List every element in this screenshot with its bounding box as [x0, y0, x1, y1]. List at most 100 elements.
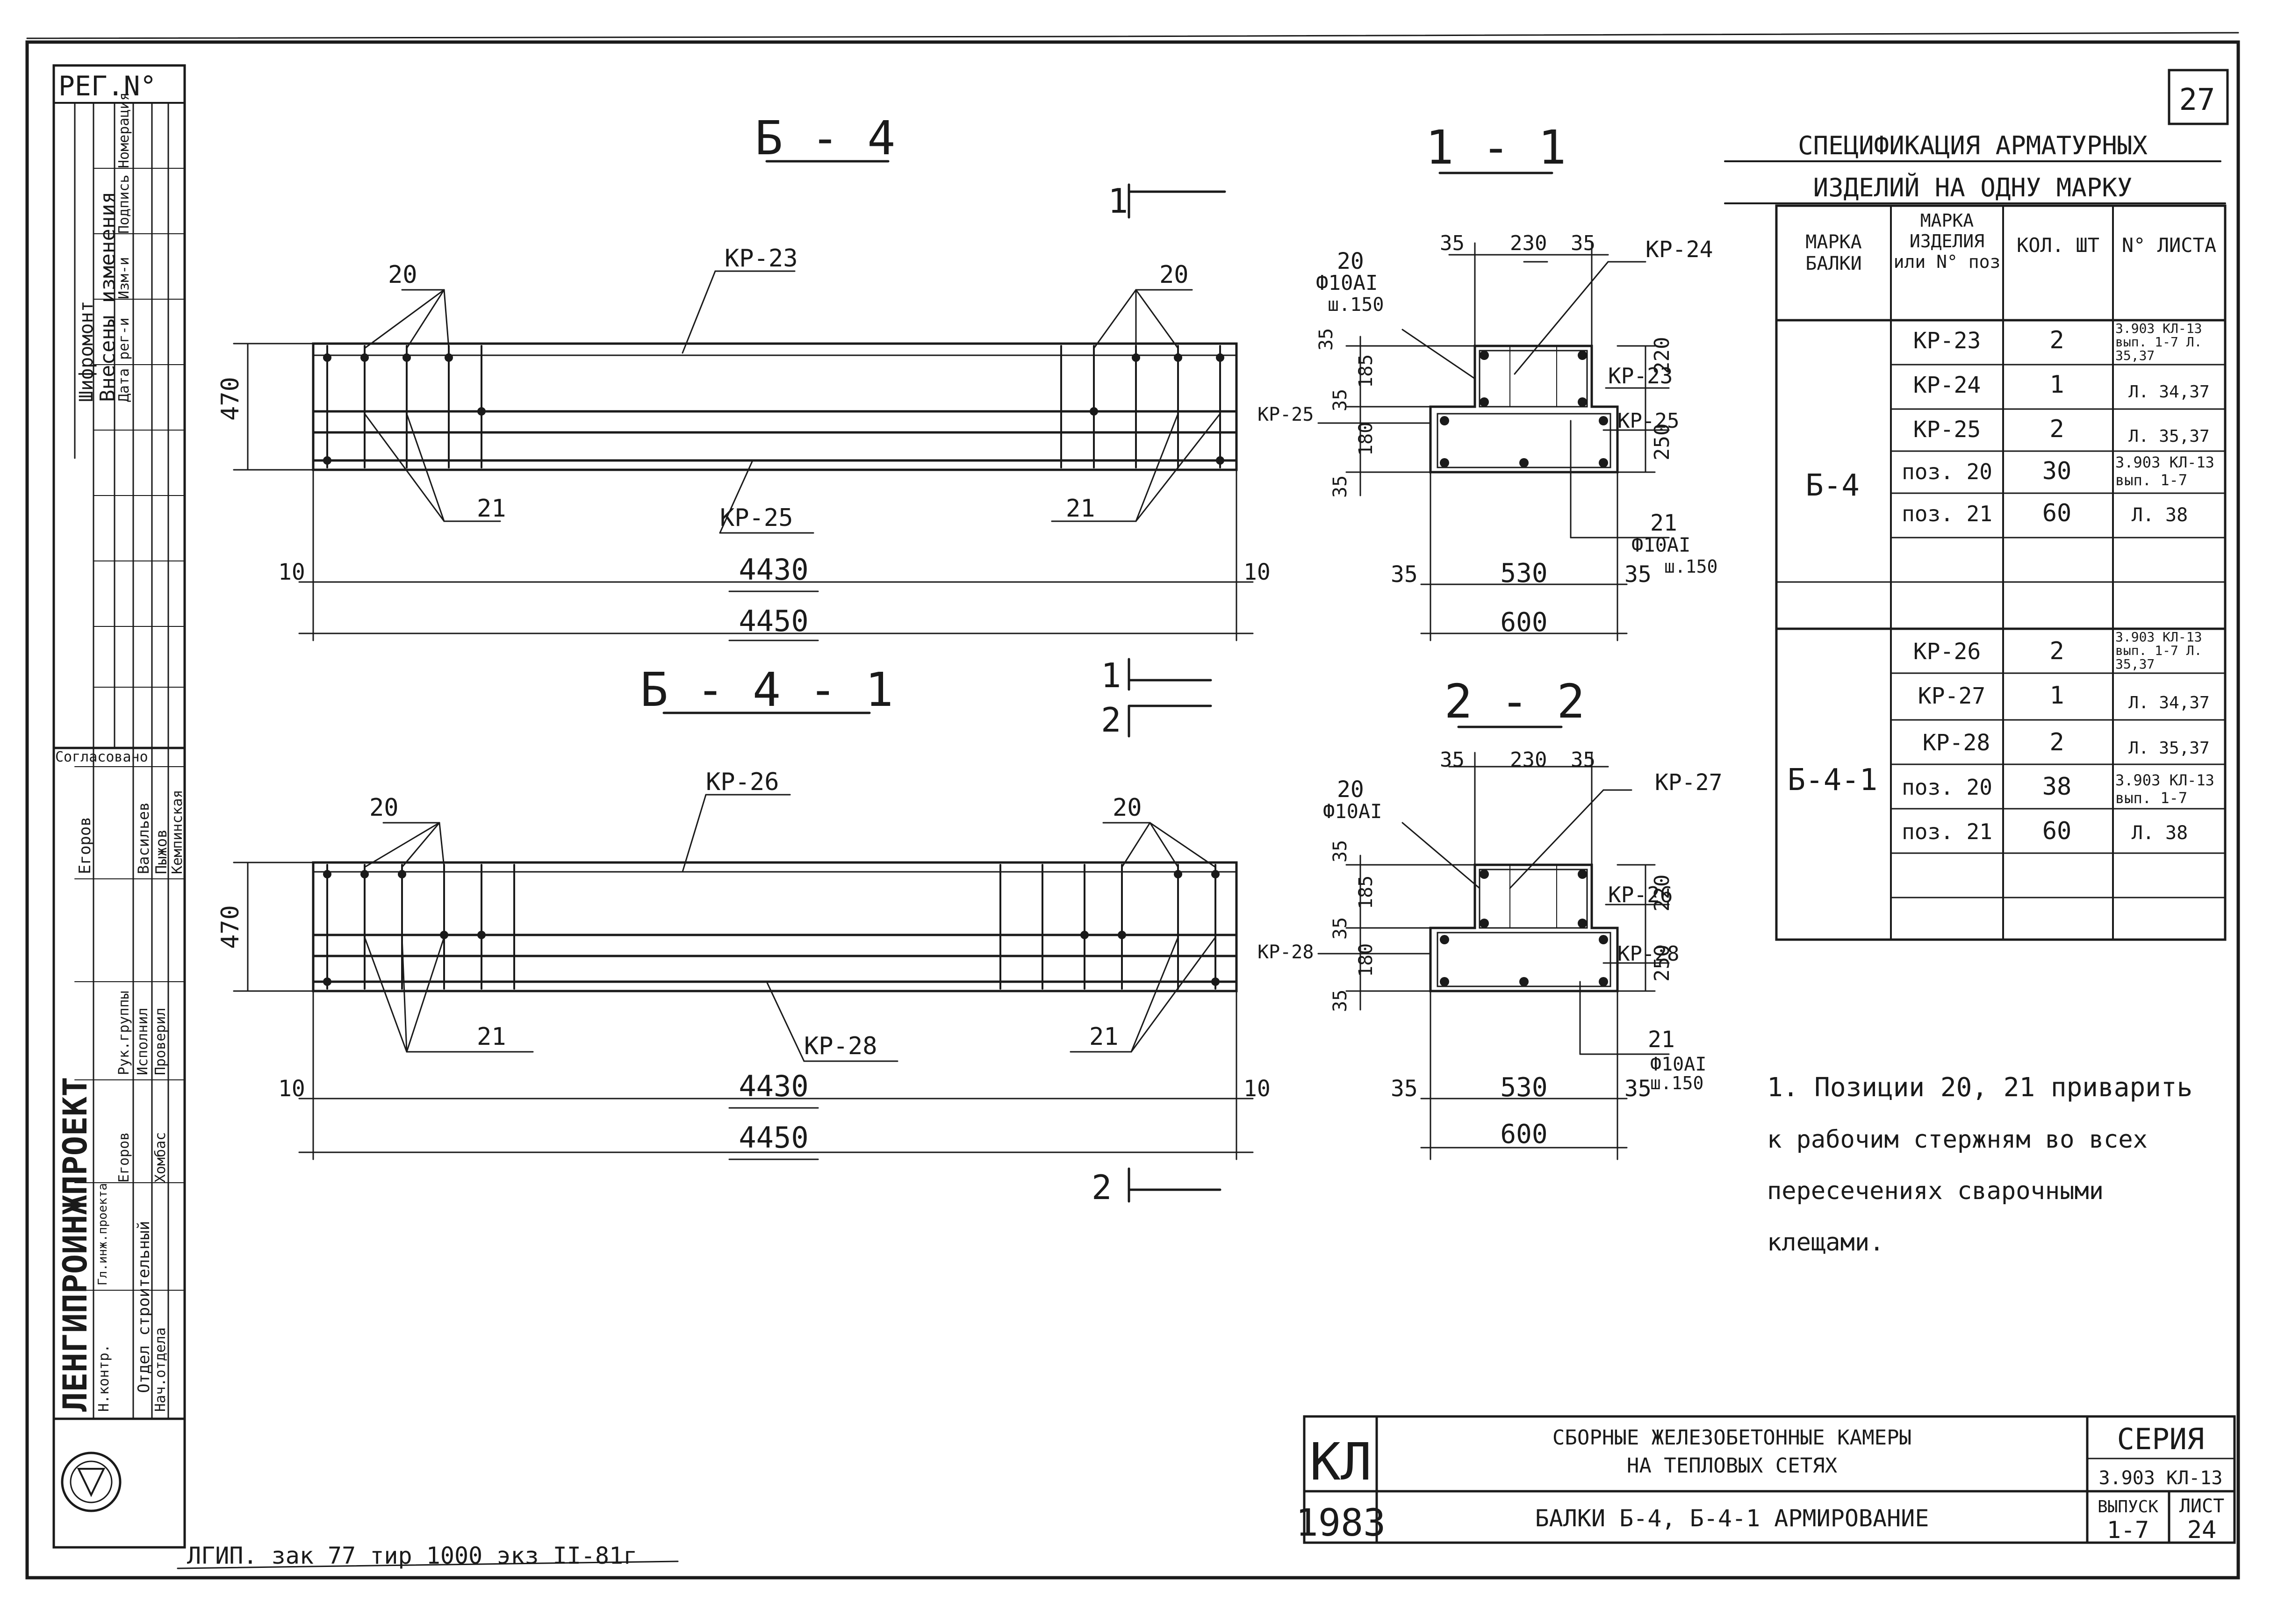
- s11-label-f10a: Ф10АI: [1316, 271, 1378, 295]
- s11-dim-35g: 35: [1624, 561, 1652, 588]
- s11-label-20: 20: [1337, 248, 1364, 274]
- section-2-2: [1317, 726, 1670, 1160]
- spec-row-item: поз. 21: [1902, 501, 1992, 526]
- s11-dim-35c: 35: [1315, 328, 1337, 351]
- b4-dim-4430: 4430: [739, 553, 808, 587]
- spec-row-qty: 2: [2049, 326, 2064, 354]
- b41-label-21-right: 21: [1089, 1023, 1119, 1051]
- s22-label-f10a-2: Ф10АI: [1650, 1054, 1706, 1075]
- b4-dim-10-left: 10: [278, 559, 305, 585]
- b4-label-20-right: 20: [1159, 261, 1189, 289]
- s11-label-sh150: ш.150: [1328, 294, 1384, 316]
- spec-row-sheet: Л. 34,37: [2128, 693, 2209, 712]
- s22-label-kr28-left: КР-28: [1257, 941, 1314, 963]
- s22-dim-530: 530: [1500, 1072, 1547, 1103]
- b4-dim-4450: 4450: [739, 604, 808, 638]
- role-4: Проверил: [152, 1007, 169, 1076]
- s11-dim-35b: 35: [1571, 231, 1595, 255]
- role-2: Рук.группы: [116, 991, 132, 1075]
- s22-label-21: 21: [1648, 1027, 1675, 1053]
- tb-drawing-name: БАЛКИ Б-4, Б-4-1 АРМИРОВАНИЕ: [1535, 1505, 1929, 1532]
- title-block: [1303, 1415, 2236, 1544]
- s11-dim-35e: 35: [1329, 475, 1351, 498]
- tb-subject-1: СБОРНЫЕ ЖЕЛЕЗОБЕТОННЫЕ КАМЕРЫ: [1552, 1426, 1911, 1450]
- spec-title-1: СПЕЦИФИКАЦИЯ АРМАТУРНЫХ: [1798, 131, 2148, 160]
- section-1-1: [1317, 172, 1670, 641]
- cut-label-2-bottom: 2: [1092, 1168, 1112, 1207]
- spec-row-sheet: Л. 38: [2132, 822, 2188, 844]
- s22-label-kr27: КР-27: [1655, 769, 1723, 796]
- s22-title: 2 - 2: [1444, 674, 1585, 729]
- spec-row-qty: 60: [2042, 817, 2072, 845]
- org-name: ЛЕНГИПРОИНЖПРОЕКТ: [56, 1077, 94, 1412]
- spec-row-item: КР-26: [1913, 639, 1981, 665]
- spec-row-item: поз. 20: [1902, 775, 1992, 800]
- role-6: Отдел строительный: [135, 1221, 153, 1393]
- spec-group-mark-b41: Б-4-1: [1788, 763, 1878, 798]
- s22-dim-185: 185: [1355, 876, 1377, 909]
- note-line-2: к рабочим стержням во всех: [1767, 1126, 2148, 1154]
- b4-dim-470: 470: [216, 377, 244, 421]
- b4-title: Б - 4: [754, 111, 895, 165]
- s22-dim-180: 180: [1355, 943, 1377, 977]
- spec-row-item: КР-28: [1923, 730, 1990, 756]
- s22-dim-230: 230: [1510, 748, 1547, 772]
- s11-dim-600: 600: [1500, 607, 1547, 638]
- tb-series-value: 3.903 КЛ-13: [2099, 1467, 2223, 1489]
- approved-title: Согласовано: [55, 749, 148, 765]
- spec-header-sheet: N° ЛИСТА: [2121, 234, 2217, 257]
- s11-dim-250: 250: [1650, 424, 1674, 460]
- changes-side: Шифромонт: [76, 301, 97, 402]
- spec-row-qty: 38: [2042, 773, 2072, 801]
- s22-dim-35a: 35: [1440, 748, 1465, 772]
- left-strip-frame: [52, 64, 186, 1549]
- changes-col-1: Дата рег-и: [116, 317, 132, 402]
- footer-stamp: ЛГИП. зак 77 тир 1000 экз II-81г: [187, 1542, 637, 1569]
- s22-dim-250: 250: [1650, 945, 1674, 982]
- s11-title: 1 - 1: [1425, 120, 1566, 175]
- spec-row-sheet: 3.903 КЛ-13 вып. 1-7 Л. 35,37: [2115, 322, 2202, 363]
- s11-label-sh150-2: ш.150: [1664, 556, 1717, 577]
- s22-dim-35f: 35: [1391, 1076, 1418, 1102]
- s22-dim-35e: 35: [1329, 990, 1351, 1012]
- spec-row-qty: 2: [2049, 728, 2064, 756]
- approved-name-3: Пыжов: [152, 829, 170, 874]
- s22-label-f10a: Ф10АI: [1323, 800, 1382, 823]
- spec-row-sheet: Л. 35,37: [2128, 739, 2209, 758]
- changes-col-2: Изм-и: [116, 257, 132, 299]
- spec-table: [1724, 160, 2227, 941]
- role-1: Н.контр.: [96, 1344, 112, 1412]
- sheet-frame: [25, 40, 2240, 1580]
- s22-dim-220: 220: [1650, 875, 1674, 912]
- b41-dim-4450: 4450: [739, 1121, 808, 1155]
- b41-label-21-left: 21: [477, 1023, 506, 1051]
- b41-label-20-left: 20: [369, 794, 399, 822]
- beam-b4-elevation: [233, 160, 1254, 641]
- cut-label-1-top: 1: [1108, 181, 1128, 221]
- spec-header-mark: МАРКА БАЛКИ: [1805, 231, 1862, 274]
- s22-label-20: 20: [1337, 776, 1364, 803]
- spec-row-qty: 1: [2049, 371, 2064, 399]
- s11-dim-220: 220: [1650, 337, 1674, 374]
- s11-dim-35a: 35: [1440, 231, 1465, 255]
- s11-label-kr25-right: КР-25: [1617, 409, 1679, 433]
- spec-row-sheet: Л. 38: [2132, 504, 2188, 526]
- b41-label-kr26: КР-26: [706, 768, 779, 796]
- changes-col-3: Подпись: [116, 174, 132, 234]
- cut-label-1-mid: 1: [1101, 656, 1121, 695]
- tb-sheet-value: 24: [2187, 1516, 2217, 1544]
- b4-label-21-right: 21: [1066, 495, 1095, 523]
- changes-col-4: Номерация: [116, 92, 132, 168]
- cut-mark-1: [1128, 183, 1226, 1203]
- tb-sheet-label: ЛИСТ: [2179, 1495, 2224, 1517]
- b4-dim-10-right: 10: [1243, 559, 1271, 585]
- note-line-3: пересечениях сварочными: [1767, 1177, 2104, 1205]
- rebar-dots: [323, 351, 1608, 986]
- spec-row-item: КР-27: [1918, 683, 1986, 709]
- spec-row-qty: 30: [2042, 457, 2072, 485]
- s11-dim-185: 185: [1355, 354, 1377, 388]
- role-5: Гл.инж.проекта: [96, 1183, 110, 1286]
- role-name-2: Хомбас: [152, 1132, 169, 1183]
